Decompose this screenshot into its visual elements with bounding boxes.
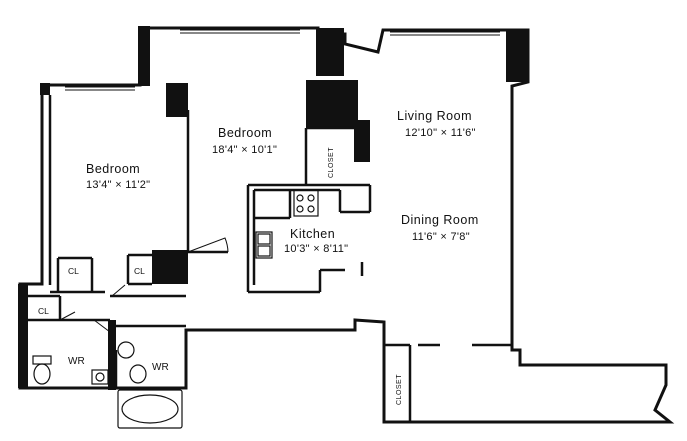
toilet-icon (129, 364, 147, 384)
cl-bedroom-left-label: CL (68, 266, 79, 276)
door-swings (59, 43, 379, 333)
bath-fixtures (32, 341, 183, 429)
bathtub-icon (117, 389, 183, 429)
bedroom-left-dims: 13'4" × 11'2" (86, 179, 150, 191)
toilet-icon (33, 363, 51, 385)
sink-icon (117, 341, 135, 359)
dining-room-name: Dining Room (401, 213, 479, 227)
interior-walls (28, 95, 512, 422)
sink-icon (91, 369, 109, 385)
closet-entry-label: CLOSET (396, 374, 403, 405)
cl-hall-label: CL (38, 306, 49, 316)
bedroom-center-dims: 18'4" × 10'1" (212, 144, 277, 156)
windows (65, 29, 500, 91)
living-room-name: Living Room (397, 109, 472, 123)
room-labels: Bedroom 13'4" × 11'2" Bedroom 18'4" × 10… (38, 109, 479, 405)
living-room-dims: 12'10" × 11'6" (405, 127, 476, 139)
bedroom-center-name: Bedroom (218, 126, 272, 140)
stove-icon (293, 189, 319, 217)
wr-left-label: WR (68, 356, 85, 367)
cl-bedroom-center-label: CL (134, 266, 145, 276)
kitchen-fixtures (255, 189, 319, 259)
closet-center-label: CLOSET (328, 147, 335, 178)
dining-room-dims: 11'6" × 7'8" (412, 231, 470, 243)
wr-right-label: WR (152, 362, 169, 373)
kitchen-dims: 10'3" × 8'11" (284, 243, 348, 255)
structural-columns (18, 26, 528, 390)
kitchen-name: Kitchen (290, 227, 335, 241)
bedroom-left-name: Bedroom (86, 162, 140, 176)
sink-icon (255, 231, 273, 259)
